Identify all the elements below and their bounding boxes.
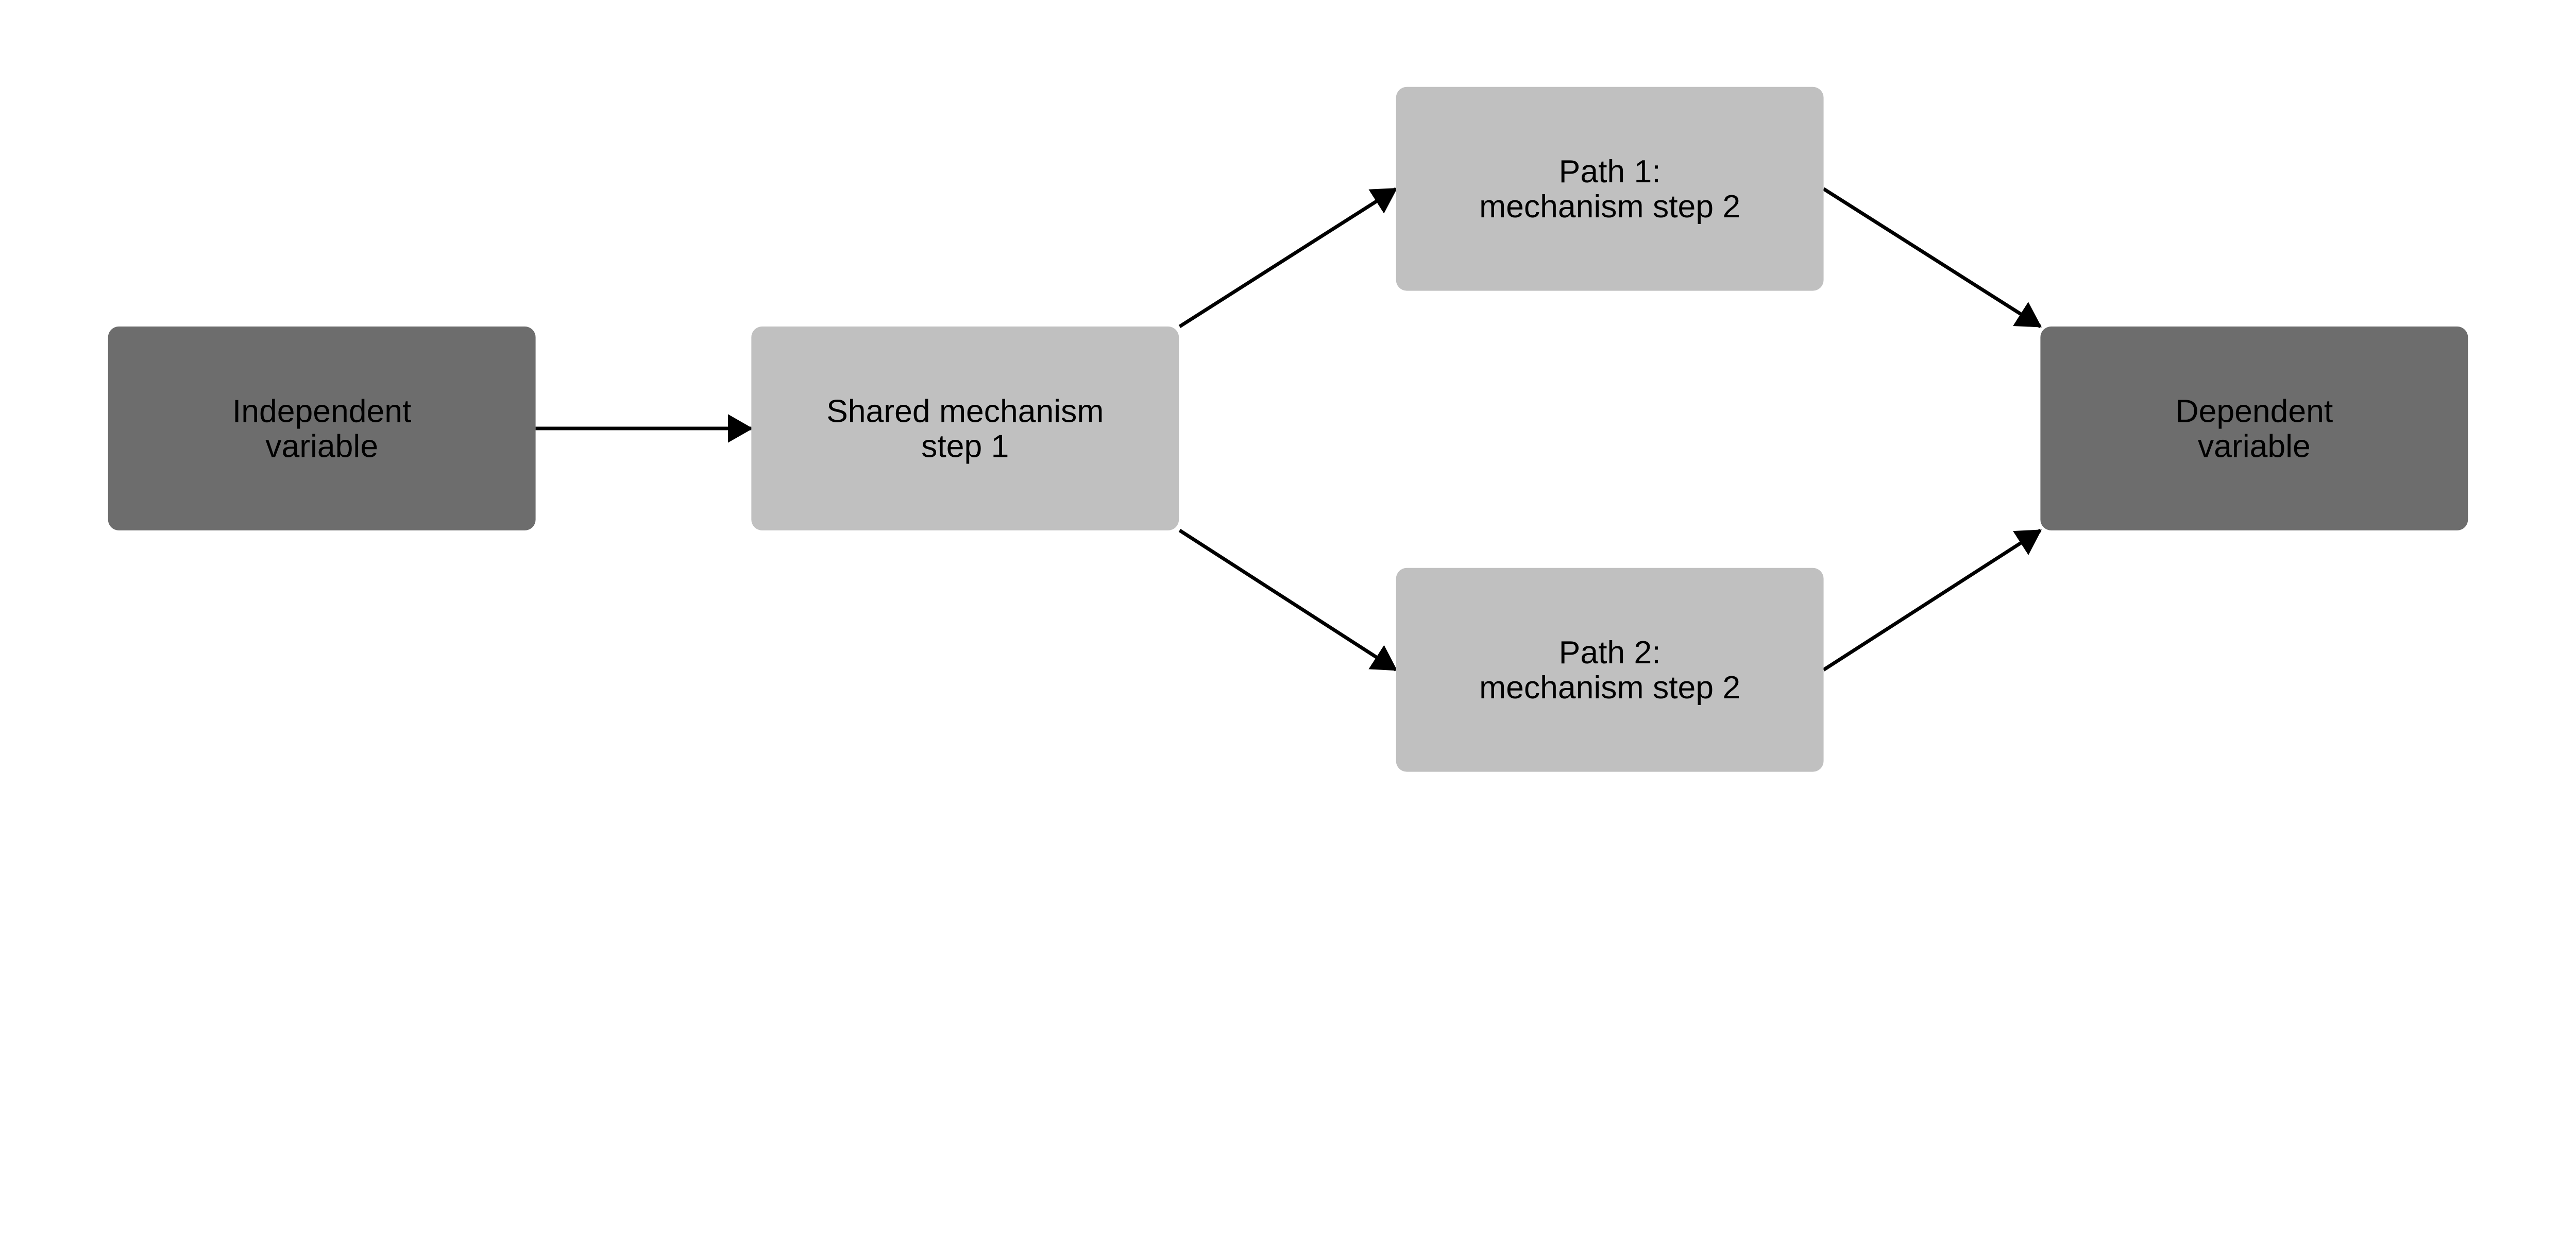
node-label: variable <box>265 428 378 464</box>
node-label: mechanism step 2 <box>1479 670 1740 706</box>
node-label: variable <box>2198 428 2311 464</box>
node-box <box>751 327 1179 530</box>
node-label: Dependent <box>2175 393 2333 429</box>
node-box <box>2040 327 2468 530</box>
node-label: Path 1: <box>1559 153 1661 190</box>
arrow-path1-to-dependent <box>1822 187 2042 328</box>
node-path1: Path 1:mechanism step 2 <box>1396 87 1824 291</box>
node-box <box>1396 87 1824 291</box>
node-label: Path 2: <box>1559 634 1661 671</box>
node-label: step 1 <box>921 428 1009 464</box>
node-path2: Path 2:mechanism step 2 <box>1396 568 1824 772</box>
node-box <box>1396 568 1824 772</box>
arrow-shared-to-path2 <box>1178 528 1398 672</box>
node-label: Shared mechanism <box>826 393 1104 429</box>
node-label: Independent <box>232 393 411 429</box>
edges <box>535 187 2042 672</box>
node-box <box>108 327 536 530</box>
arrow-shared-to-path1 <box>1178 187 1398 328</box>
arrow-path2-to-dependent <box>1822 528 2042 672</box>
node-label: mechanism step 2 <box>1479 188 1740 225</box>
